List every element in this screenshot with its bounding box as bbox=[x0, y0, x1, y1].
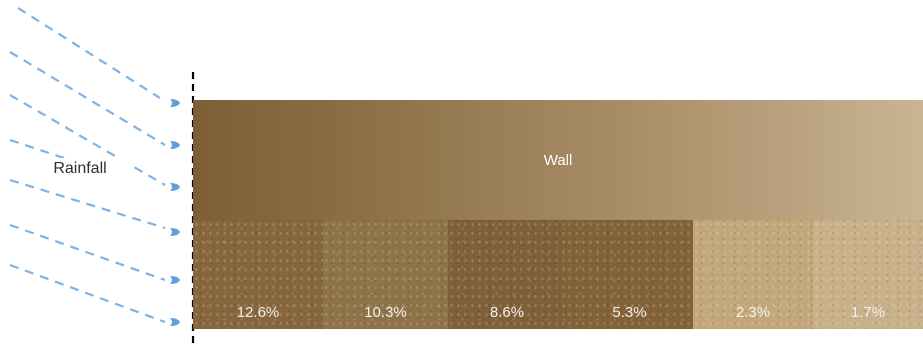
rain-streak bbox=[9, 51, 166, 146]
sample-texture bbox=[693, 220, 813, 329]
sample-value: 8.6% bbox=[489, 304, 525, 321]
sample-1: 12.6% bbox=[193, 220, 323, 329]
wall-gradient-band bbox=[193, 100, 923, 220]
sample-4: 5.3% bbox=[566, 220, 693, 329]
sample-5: 2.3% bbox=[693, 220, 813, 329]
rain-drops bbox=[170, 99, 180, 326]
rainfall-label: Rainfall bbox=[30, 158, 130, 180]
moisture-samples: 12.6% 10.3% 8.6% 5.3% 2.3% 1.7% bbox=[193, 220, 923, 329]
rain-drop bbox=[170, 318, 180, 326]
sample-6: 1.7% bbox=[813, 220, 923, 329]
sample-value: 1.7% bbox=[850, 304, 886, 321]
sample-texture bbox=[448, 220, 566, 329]
sample-texture bbox=[566, 220, 693, 329]
wall-label-text: Wall bbox=[543, 151, 573, 169]
sample-3: 8.6% bbox=[448, 220, 566, 329]
sample-value: 10.3% bbox=[364, 304, 407, 321]
rain-drop bbox=[170, 141, 180, 149]
sample-texture bbox=[813, 220, 923, 329]
rain-streak bbox=[9, 263, 166, 324]
sample-value: 2.3% bbox=[735, 304, 771, 321]
rain-streak bbox=[9, 178, 166, 230]
rain-streak bbox=[9, 94, 166, 186]
rain-streak bbox=[17, 7, 161, 99]
rain-drop bbox=[170, 99, 180, 107]
sample-2: 10.3% bbox=[323, 220, 448, 329]
rain-drop bbox=[170, 276, 180, 284]
sample-value: 12.6% bbox=[236, 304, 280, 321]
rain-drop bbox=[170, 183, 180, 191]
rain-streak bbox=[9, 223, 166, 282]
rain-drop bbox=[170, 228, 180, 236]
sample-texture bbox=[193, 220, 323, 329]
wall-label: Wall bbox=[193, 100, 923, 220]
sample-texture bbox=[323, 220, 448, 329]
sample-value: 5.3% bbox=[612, 304, 647, 321]
